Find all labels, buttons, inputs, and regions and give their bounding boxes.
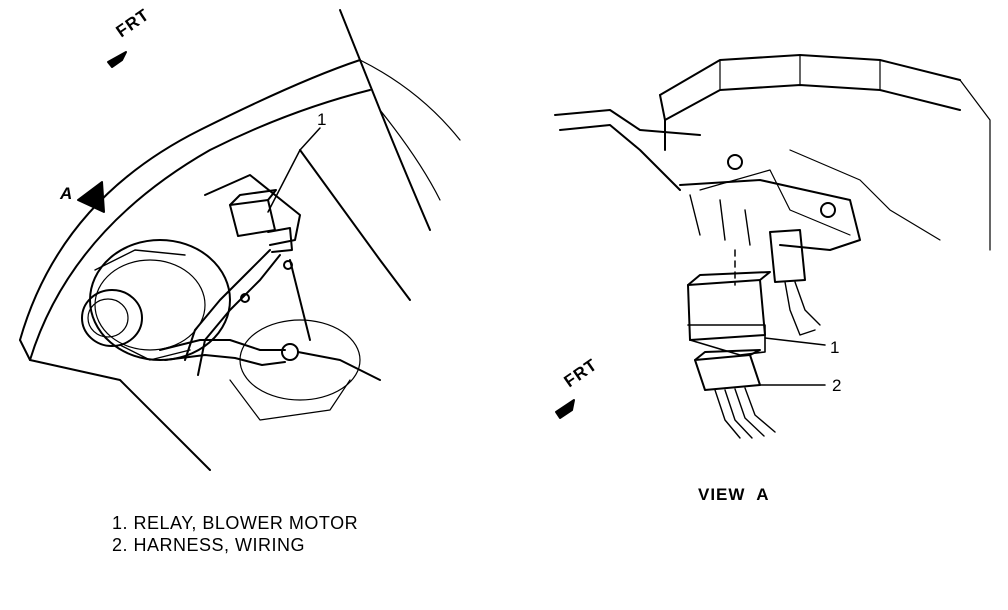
- blower-housing: [89, 239, 231, 361]
- relay-right-body: [687, 279, 766, 341]
- bolt-top: [727, 154, 743, 170]
- callout-left-1: 1: [317, 110, 327, 129]
- left-wing: [554, 109, 701, 136]
- duct-top: [659, 54, 961, 96]
- relay-left-top: [229, 189, 277, 206]
- lower-body: [229, 379, 351, 421]
- callout-right-2: 2: [832, 376, 842, 395]
- frt-arrow-right: [555, 399, 575, 419]
- wire-harness-c: [289, 259, 311, 341]
- relay-connector: [267, 227, 293, 253]
- view-a-marker: A: [60, 184, 73, 203]
- left-wing-2: [559, 124, 681, 191]
- side-connector-wires: [784, 281, 821, 336]
- bolt-right: [820, 202, 836, 218]
- lower-housing: [239, 319, 361, 401]
- harness-connector-top: [694, 349, 761, 361]
- dash-lower-edge: [19, 339, 211, 471]
- legend-item-2: 2. HARNESS, WIRING: [112, 535, 306, 555]
- leader-left-1: [267, 127, 321, 213]
- cowl-body: [299, 149, 411, 301]
- relay-left: [229, 199, 276, 237]
- side-connector: [769, 229, 806, 283]
- fitting-nut: [281, 343, 299, 361]
- main-bracket: [679, 179, 861, 251]
- cowl-top: [339, 9, 431, 231]
- bracket-slots: [689, 194, 751, 246]
- wire-harness-a: [184, 249, 271, 361]
- dash-inner-curve: [29, 89, 371, 361]
- bracket-body: [699, 169, 851, 236]
- tube-a: [159, 339, 286, 351]
- cowl-edge: [359, 59, 461, 141]
- bolt-a: [240, 293, 250, 303]
- bolt-b: [283, 260, 293, 270]
- legend: 1. RELAY, BLOWER MOTOR 2. HARNESS, WIRIN…: [112, 512, 358, 556]
- wire-harness-b: [197, 254, 281, 376]
- motor-mount-2: [119, 344, 191, 361]
- legend-item-1: 1. RELAY, BLOWER MOTOR: [112, 513, 359, 533]
- harness-connector: [694, 354, 761, 391]
- duct-right: [959, 79, 991, 251]
- view-title: VIEW A: [698, 485, 770, 504]
- callout-right-1: 1: [830, 338, 840, 357]
- relay-right-top: [687, 271, 771, 286]
- duct-top-2: [664, 84, 961, 121]
- duct-ribs: [719, 54, 881, 91]
- right-view-drawing: [554, 54, 991, 439]
- motor-cap-shade: [87, 298, 129, 338]
- frt-arrow-left: [107, 51, 127, 68]
- harness-wires: [714, 387, 776, 439]
- blower-housing-inner: [94, 259, 206, 351]
- left-view-drawing: [19, 9, 461, 471]
- view-a-arrow: [77, 181, 105, 213]
- bracket-side: [789, 149, 941, 241]
- motor-cap: [81, 289, 143, 347]
- duct-face: [659, 94, 666, 151]
- tube-right: [297, 351, 381, 381]
- relay-bracket: [204, 174, 301, 246]
- leader-right-1: [764, 337, 826, 346]
- dash-outer-curve: [19, 59, 361, 341]
- cowl-edge-2: [379, 109, 441, 201]
- relay-right-base: [687, 324, 766, 356]
- motor-mount-1: [94, 249, 186, 271]
- tube-b: [164, 354, 286, 366]
